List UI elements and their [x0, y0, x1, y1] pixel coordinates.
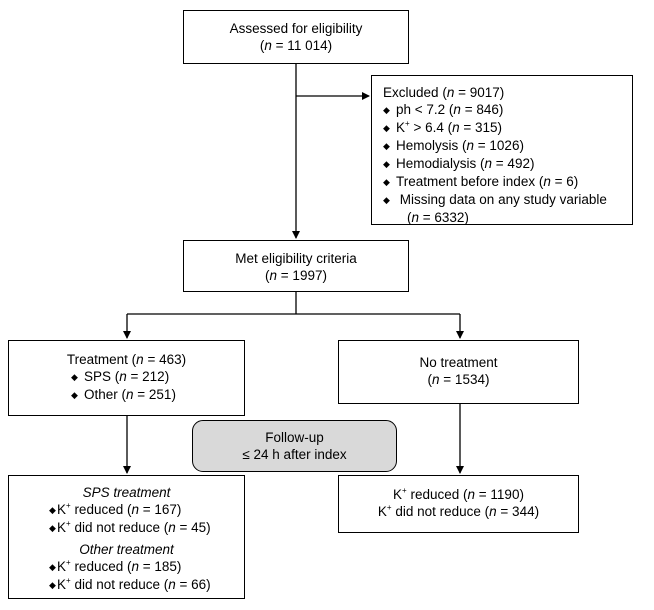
- untreated-outcome-box: K+ reduced (n = 1190) K+ did not reduce …: [338, 475, 579, 533]
- other-reduced: ◆K+ reduced (n = 185): [49, 558, 182, 575]
- excluded-item-missing-data: ◆ Missing data on any study variable: [383, 192, 607, 207]
- untreated-not-reduced: K+ did not reduce (n = 344): [377, 503, 540, 520]
- bullet-icon: ◆: [383, 195, 390, 205]
- other-treatment-heading: Other treatment: [79, 542, 174, 557]
- sps-treatment-heading: SPS treatment: [82, 485, 171, 500]
- eligible-box: Met eligibility criteria (n = 1997): [183, 240, 409, 292]
- followup-title: Follow-up: [265, 430, 324, 445]
- treatment-title: Treatment (n = 463): [66, 352, 187, 367]
- followup-window: ≤ 24 h after index: [242, 447, 347, 462]
- treatment-box: Treatment (n = 463) ◆SPS (n = 212) ◆Othe…: [8, 340, 245, 416]
- bullet-icon: ◆: [383, 105, 390, 115]
- excluded-item-hemodialysis: ◆Hemodialysis (n = 492): [383, 156, 535, 171]
- bullet-icon: ◆: [49, 562, 56, 572]
- bullet-icon: ◆: [49, 505, 56, 515]
- followup-box: Follow-up ≤ 24 h after index: [192, 420, 397, 472]
- excluded-item-treatment-before-index: ◆Treatment before index (n = 6): [383, 174, 579, 189]
- untreated-reduced: K+ reduced (n = 1190): [393, 486, 524, 503]
- bullet-icon: ◆: [49, 523, 56, 533]
- sps-not-reduced: ◆K+ did not reduce (n = 45): [49, 519, 211, 536]
- excluded-item-missing-data-count: (n = 6332): [407, 210, 469, 225]
- treated-outcome-box: SPS treatment ◆K+ reduced (n = 167) ◆K+ …: [8, 475, 245, 599]
- assessed-title: Assessed for eligibility: [229, 21, 363, 36]
- excluded-item-potassium: ◆K+ > 6.4 (n = 315): [383, 119, 503, 136]
- other-not-reduced: ◆K+ did not reduce (n = 66): [49, 576, 211, 593]
- no-treatment-title: No treatment: [419, 355, 498, 370]
- excluded-item-ph: ◆ph < 7.2 (n = 846): [383, 102, 504, 117]
- bullet-icon: ◆: [383, 123, 390, 133]
- sps-reduced: ◆K+ reduced (n = 167): [49, 501, 182, 518]
- assessed-box: Assessed for eligibility (n = 11 014): [183, 10, 409, 64]
- eligible-title: Met eligibility criteria: [235, 251, 357, 266]
- bullet-icon: ◆: [383, 141, 390, 151]
- excluded-item-hemolysis: ◆Hemolysis (n = 1026): [383, 138, 524, 153]
- bullet-icon: ◆: [71, 372, 78, 382]
- no-treatment-box: No treatment (n = 1534): [338, 340, 579, 404]
- bullet-icon: ◆: [383, 159, 390, 169]
- treatment-item-sps: ◆SPS (n = 212): [71, 369, 170, 384]
- excluded-box: Excluded (n = 9017) ◆ph < 7.2 (n = 846) …: [371, 75, 633, 225]
- bullet-icon: ◆: [49, 580, 56, 590]
- assessed-count: (n = 11 014): [259, 38, 333, 53]
- excluded-title: Excluded (n = 9017): [383, 85, 505, 100]
- eligible-count: (n = 1997): [265, 268, 327, 283]
- bullet-icon: ◆: [383, 177, 390, 187]
- no-treatment-count: (n = 1534): [427, 372, 490, 387]
- treatment-item-other: ◆Other (n = 251): [71, 387, 176, 402]
- bullet-icon: ◆: [71, 390, 78, 400]
